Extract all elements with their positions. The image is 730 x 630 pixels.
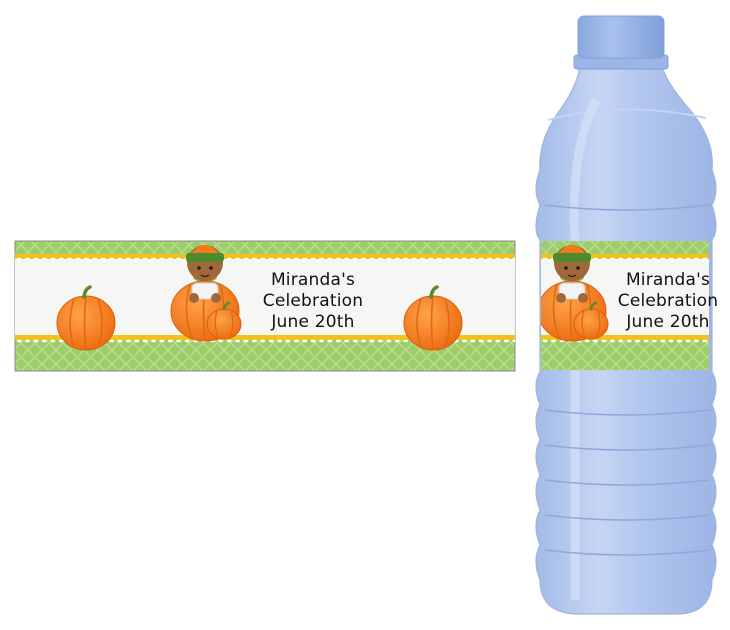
bottle-cap (573, 15, 669, 70)
water-bottle (535, 15, 717, 615)
label-date: June 20th (271, 312, 355, 332)
bottle-label-event: Celebration (617, 291, 719, 311)
bottle-label-date: June 20th (626, 312, 710, 332)
flat-label-text: Miranda's Celebration June 20th (250, 270, 376, 333)
flat-label (14, 240, 516, 372)
label-event: Celebration (262, 291, 364, 311)
label-name: Miranda's (270, 270, 356, 290)
bottle-label-name: Miranda's (625, 270, 711, 290)
bottle-label (541, 241, 709, 370)
bottle-label-text: Miranda's Celebration June 20th (612, 270, 724, 333)
